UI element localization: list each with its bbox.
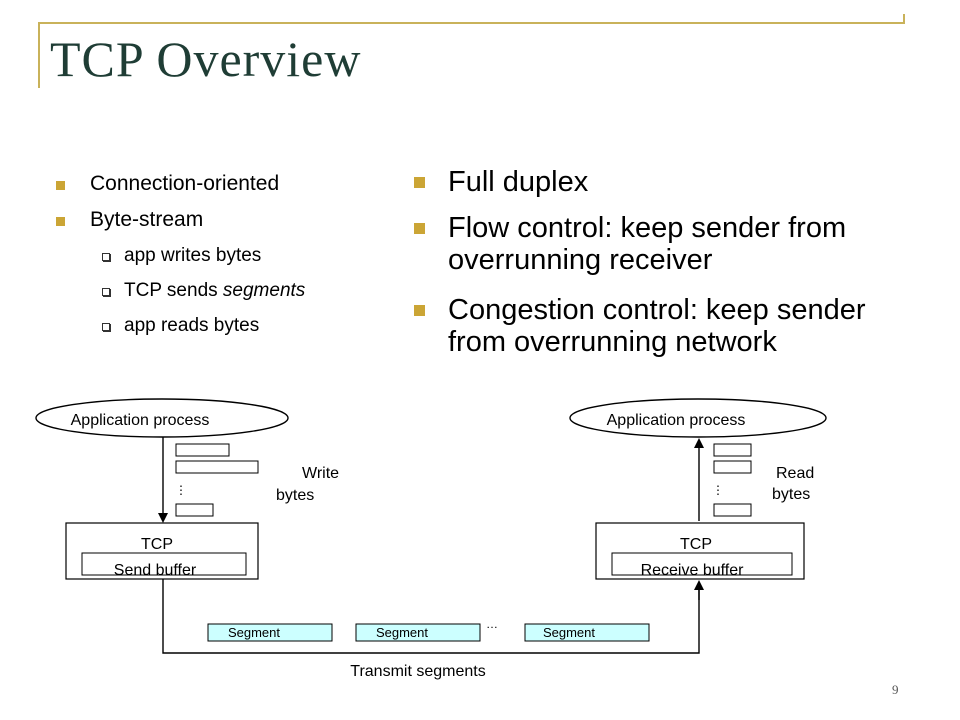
hollow-square-bullet-icon	[102, 323, 110, 331]
bullet-byte-stream: Byte-stream	[56, 208, 204, 232]
receive-buffer-box	[611, 552, 793, 576]
receiver-byte-block	[713, 460, 752, 474]
segment-label: Segment	[376, 625, 428, 640]
receiver-bytes-label: bytes	[772, 486, 810, 503]
sender-app-label: Application process	[71, 412, 210, 429]
bullet-text: Full duplex	[448, 166, 589, 198]
receiver-app-process-ellipse	[569, 398, 827, 438]
bullet-flow-control: Flow control: keep sender from overrunni…	[414, 212, 847, 276]
send-buffer-box	[81, 552, 247, 576]
sender-byte-block	[175, 503, 214, 517]
sub-bullet-emphasis: segments	[222, 280, 306, 301]
receiver-app-label: Application process	[607, 412, 746, 429]
bullet-text: Connection-oriented	[90, 172, 280, 195]
square-bullet-icon	[56, 217, 65, 226]
transmit-segments-label: Transmit segments	[350, 663, 485, 680]
bullet-text-line2: overrunning receiver	[448, 244, 713, 276]
page-number: 9	[892, 682, 899, 697]
segment-box	[524, 623, 650, 642]
bullet-text-line1: Flow control: keep sender from	[448, 212, 847, 244]
sender-byte-block	[175, 443, 230, 457]
sender-app-process-ellipse	[35, 398, 289, 438]
frame-left-rule	[38, 22, 40, 88]
frame-top-rule	[38, 22, 904, 24]
sender-tcp-label: TCP	[141, 536, 173, 553]
segment-label: Segment	[228, 625, 280, 640]
square-bullet-icon	[414, 305, 425, 316]
sub-bullet-app-reads: app reads bytes	[102, 315, 260, 337]
sub-bullet-text: app writes bytes	[124, 245, 262, 266]
bullet-text: Byte-stream	[90, 208, 204, 231]
receiver-tcp-label: TCP	[680, 536, 712, 553]
receiver-byte-block	[713, 503, 752, 517]
receive-buffer-label: Receive buffer	[641, 562, 745, 579]
hollow-square-bullet-icon	[102, 253, 110, 261]
square-bullet-icon	[414, 177, 425, 188]
sender-byte-block	[175, 460, 259, 474]
bullet-full-duplex: Full duplex	[414, 166, 589, 198]
sub-bullet-text: TCP sends	[124, 280, 223, 301]
segment-ellipsis: …	[486, 617, 498, 631]
sender-ellipsis: ⋮	[175, 483, 187, 497]
bullet-connection-oriented: Connection-oriented	[56, 172, 280, 196]
receiver-byte-block	[713, 443, 752, 457]
sub-bullet-tcp-sends: TCP sends segments	[102, 280, 306, 302]
slide-title: TCP Overview	[50, 31, 362, 87]
bullet-congestion-control: Congestion control: keep sender from ove…	[414, 294, 866, 358]
transmit-path	[162, 579, 700, 654]
square-bullet-icon	[414, 223, 425, 234]
sub-bullet-app-writes: app writes bytes	[102, 245, 262, 267]
square-bullet-icon	[56, 181, 65, 190]
write-label: Write	[302, 465, 339, 482]
send-buffer-label: Send buffer	[114, 562, 197, 579]
bytes-label: bytes	[276, 487, 314, 504]
segment-label: Segment	[543, 625, 595, 640]
segment-box	[355, 623, 481, 642]
bullet-text-line1: Congestion control: keep sender	[448, 294, 866, 326]
receiver-ellipsis: ⋮	[712, 483, 724, 497]
segment-box	[207, 623, 333, 642]
sub-bullet-text: app reads bytes	[124, 315, 260, 336]
hollow-square-bullet-icon	[102, 288, 110, 296]
frame-right-tick	[903, 14, 905, 24]
read-label: Read	[776, 465, 814, 482]
bullet-text-line2: from overrunning network	[448, 326, 777, 358]
